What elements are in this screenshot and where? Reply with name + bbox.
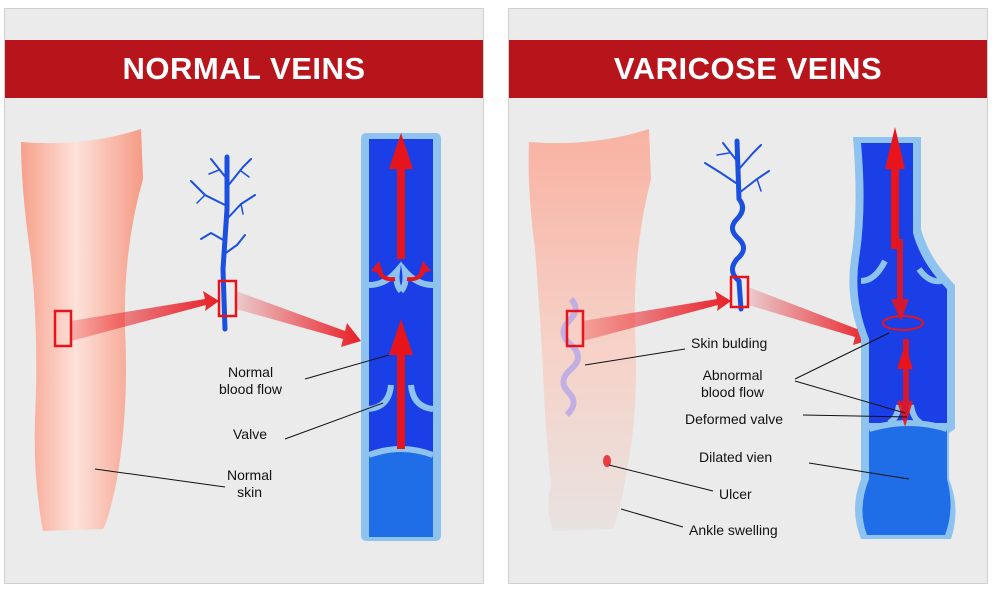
normal-zoom-beam-2 (236, 291, 361, 347)
abnormal-blood-flow-label-line1: Abnormal (702, 367, 763, 383)
varicose-zoom-beam-2 (748, 287, 873, 345)
dilated-vein-label: Dilated vien (699, 449, 773, 465)
normal-skin-label: Normal skin (227, 467, 272, 501)
varicose-zoom-beam-1 (583, 291, 731, 341)
normal-veins-title: NORMAL VEINS (122, 51, 366, 86)
normal-zoom-beam-1 (71, 291, 219, 341)
normal-skin-label-line1: Normal (227, 467, 273, 483)
abnormal-blood-flow-label-line2: blood flow (701, 384, 765, 400)
normal-blood-flow-label: Normal blood flow (219, 364, 282, 398)
normal-veins-banner: NORMAL VEINS (5, 40, 483, 98)
varicose-veins-title: VARICOSE VEINS (613, 51, 883, 86)
varicose-veins-panel: VARICOSE VEINS (508, 8, 988, 584)
varicose-ulcer-spot (603, 455, 611, 467)
varicose-vein-section (849, 137, 956, 539)
normal-veins-illustration (21, 129, 441, 541)
normal-valve-label: Valve (233, 426, 267, 442)
normal-veins-panel: NORMAL VEINS (4, 8, 484, 584)
varicose-flow-arrows (882, 127, 924, 427)
ulcer-label: Ulcer (719, 486, 752, 502)
skin-bulding-label: Skin bulding (691, 335, 768, 351)
varicose-veins-banner: VARICOSE VEINS (509, 40, 987, 98)
normal-flow-arrows (371, 133, 431, 449)
normal-blood-flow-label-line2: blood flow (219, 381, 283, 397)
ankle-swelling-label: Ankle swelling (689, 522, 778, 538)
abnormal-blood-flow-label: Abnormal blood flow (701, 367, 764, 401)
deformed-valve-label: Deformed valve (685, 411, 784, 427)
varicose-veins-illustration (528, 127, 956, 539)
varicose-leg-bulging-vein (560, 296, 581, 418)
varicose-leader-lines (584, 332, 910, 528)
normal-skin-label-line2: skin (237, 484, 263, 500)
normal-leader-lines (94, 354, 390, 488)
normal-vein-tree (190, 154, 256, 332)
varicose-vein-tree (704, 138, 770, 312)
normal-blood-flow-label-line1: Normal (227, 364, 274, 380)
